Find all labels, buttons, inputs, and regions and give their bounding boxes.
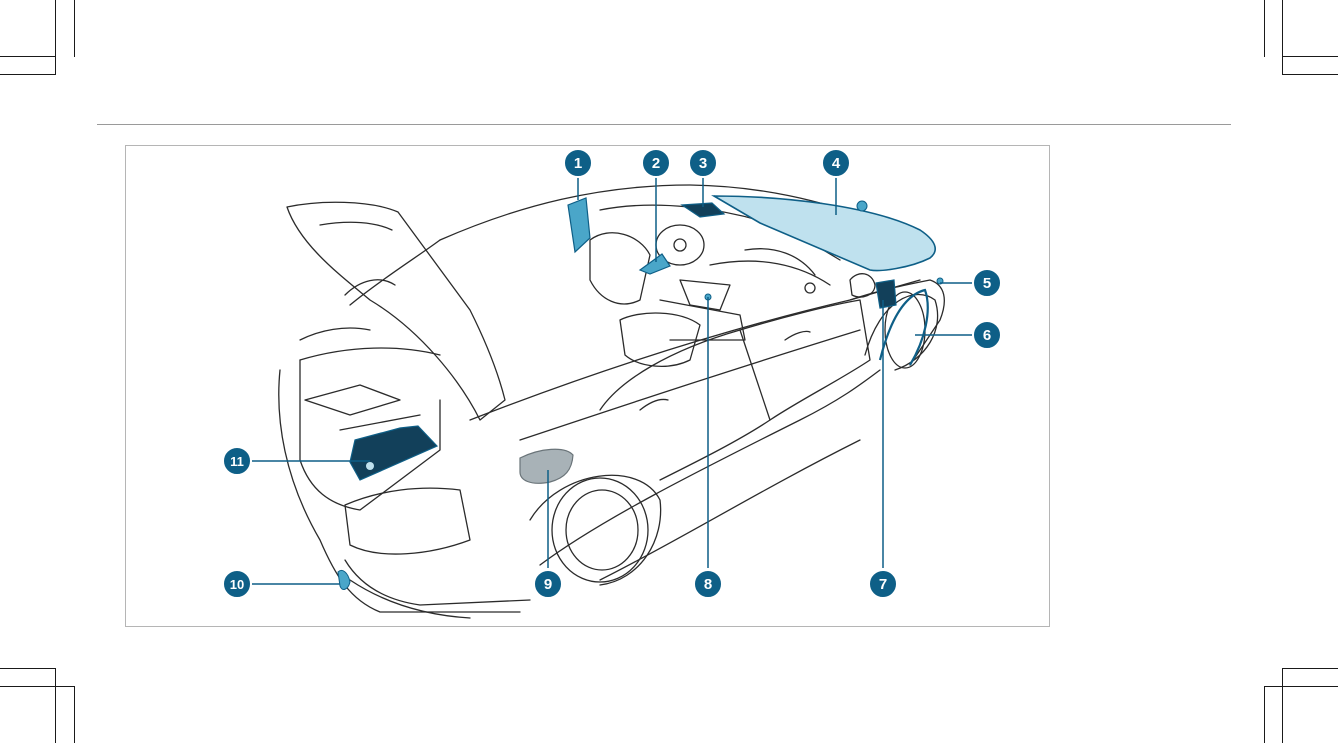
callout-6: 6	[973, 321, 1001, 349]
callout-8: 8	[694, 570, 722, 598]
highlighted-parts	[338, 196, 943, 589]
svg-text:2: 2	[652, 155, 660, 172]
svg-text:11: 11	[230, 454, 244, 469]
svg-text:8: 8	[704, 576, 712, 593]
callout-2: 2	[642, 149, 670, 177]
callout-10: 10	[223, 570, 251, 598]
svg-text:5: 5	[983, 275, 991, 292]
part-9	[520, 449, 573, 483]
svg-text:10: 10	[230, 577, 244, 592]
callout-9: 9	[534, 570, 562, 598]
callout-7: 7	[869, 570, 897, 598]
svg-text:6: 6	[983, 327, 991, 344]
callout-5: 5	[973, 269, 1001, 297]
svg-text:1: 1	[574, 155, 582, 172]
callout-1: 1	[564, 149, 592, 177]
callout-3: 3	[689, 149, 717, 177]
part-1	[568, 198, 590, 252]
callout-11: 11	[223, 447, 251, 475]
part-11-detail	[366, 462, 374, 470]
svg-text:4: 4	[832, 155, 841, 172]
svg-text:7: 7	[879, 576, 887, 593]
part-11	[350, 426, 437, 480]
part-7	[876, 280, 896, 308]
svg-text:9: 9	[544, 576, 552, 593]
svg-text:3: 3	[699, 155, 707, 172]
part-4-sensor	[857, 201, 867, 211]
part-10	[338, 570, 350, 589]
part-2	[640, 254, 670, 274]
part-4-windshield	[714, 196, 935, 271]
callout-4: 4	[822, 149, 850, 177]
